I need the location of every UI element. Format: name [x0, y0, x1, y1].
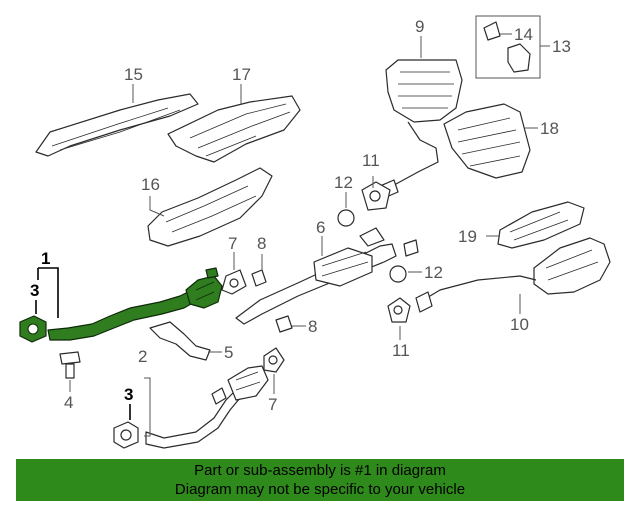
leader-16: [149, 196, 165, 217]
callout-13: 13: [552, 37, 571, 56]
callout-19: 19: [458, 227, 477, 246]
callout-11a: 11: [362, 151, 380, 170]
callout-2: 2: [138, 347, 147, 366]
part-1-front-pipe-highlighted: [47, 267, 223, 341]
part-10-muffler-assembly: [415, 237, 611, 313]
part-7-gasket-upper: [221, 269, 247, 295]
callout-10: 10: [510, 315, 529, 334]
callout-8a: 8: [257, 234, 266, 253]
callout-16: 16: [141, 175, 160, 194]
callout-14: 14: [514, 25, 533, 44]
part-16-heat-shield: [147, 167, 273, 247]
callout-7a: 7: [228, 234, 237, 253]
part-6-center-pipe: [235, 227, 419, 325]
part-15-heat-shield: [35, 93, 199, 157]
part-8-nut-upper: [251, 269, 267, 287]
part-8-nut-lower: [275, 315, 293, 333]
callout-12a: 12: [334, 173, 353, 192]
part-5-bracket: [149, 321, 211, 361]
part-12-hanger-lower: [389, 265, 407, 283]
callout-6: 6: [316, 218, 325, 237]
callout-3b: 3: [124, 385, 133, 404]
callout-9: 9: [415, 17, 424, 36]
part-9-muffler: [379, 59, 463, 199]
part-7-gasket-lower: [263, 347, 285, 373]
callout-5: 5: [224, 343, 233, 362]
callout-1: 1: [41, 249, 50, 268]
part-4-bolt: [59, 351, 81, 379]
callout-15: 15: [124, 65, 143, 84]
callout-8b: 8: [308, 317, 317, 336]
part-3-gasket-upper: [19, 315, 47, 343]
part-12-hanger-upper: [337, 209, 355, 227]
part-17-heat-shield: [167, 95, 301, 163]
leader-1: [38, 267, 59, 318]
part-19-heat-shield: [497, 201, 585, 249]
callout-3a: 3: [30, 281, 39, 300]
callout-7b: 7: [268, 395, 277, 414]
leader-2: [144, 377, 151, 437]
callout-11b: 11: [392, 341, 410, 360]
part-13-14-hanger-box: [475, 15, 541, 79]
info-banner: Part or sub-assembly is #1 in diagram Di…: [16, 459, 624, 501]
banner-line-2: Diagram may not be specific to your vehi…: [174, 481, 466, 498]
part-11-gasket-upper: [361, 181, 391, 211]
callout-17: 17: [232, 65, 251, 84]
banner-line-1: Part or sub-assembly is #1 in diagram: [194, 462, 446, 479]
part-18-heat-shield: [443, 103, 531, 179]
part-2-front-pipe: [145, 365, 269, 449]
callout-4: 4: [64, 393, 73, 412]
part-3-gasket-lower: [113, 421, 139, 449]
callout-18: 18: [540, 119, 559, 138]
part-11-gasket-lower: [387, 297, 411, 323]
callout-12b: 12: [424, 263, 443, 282]
